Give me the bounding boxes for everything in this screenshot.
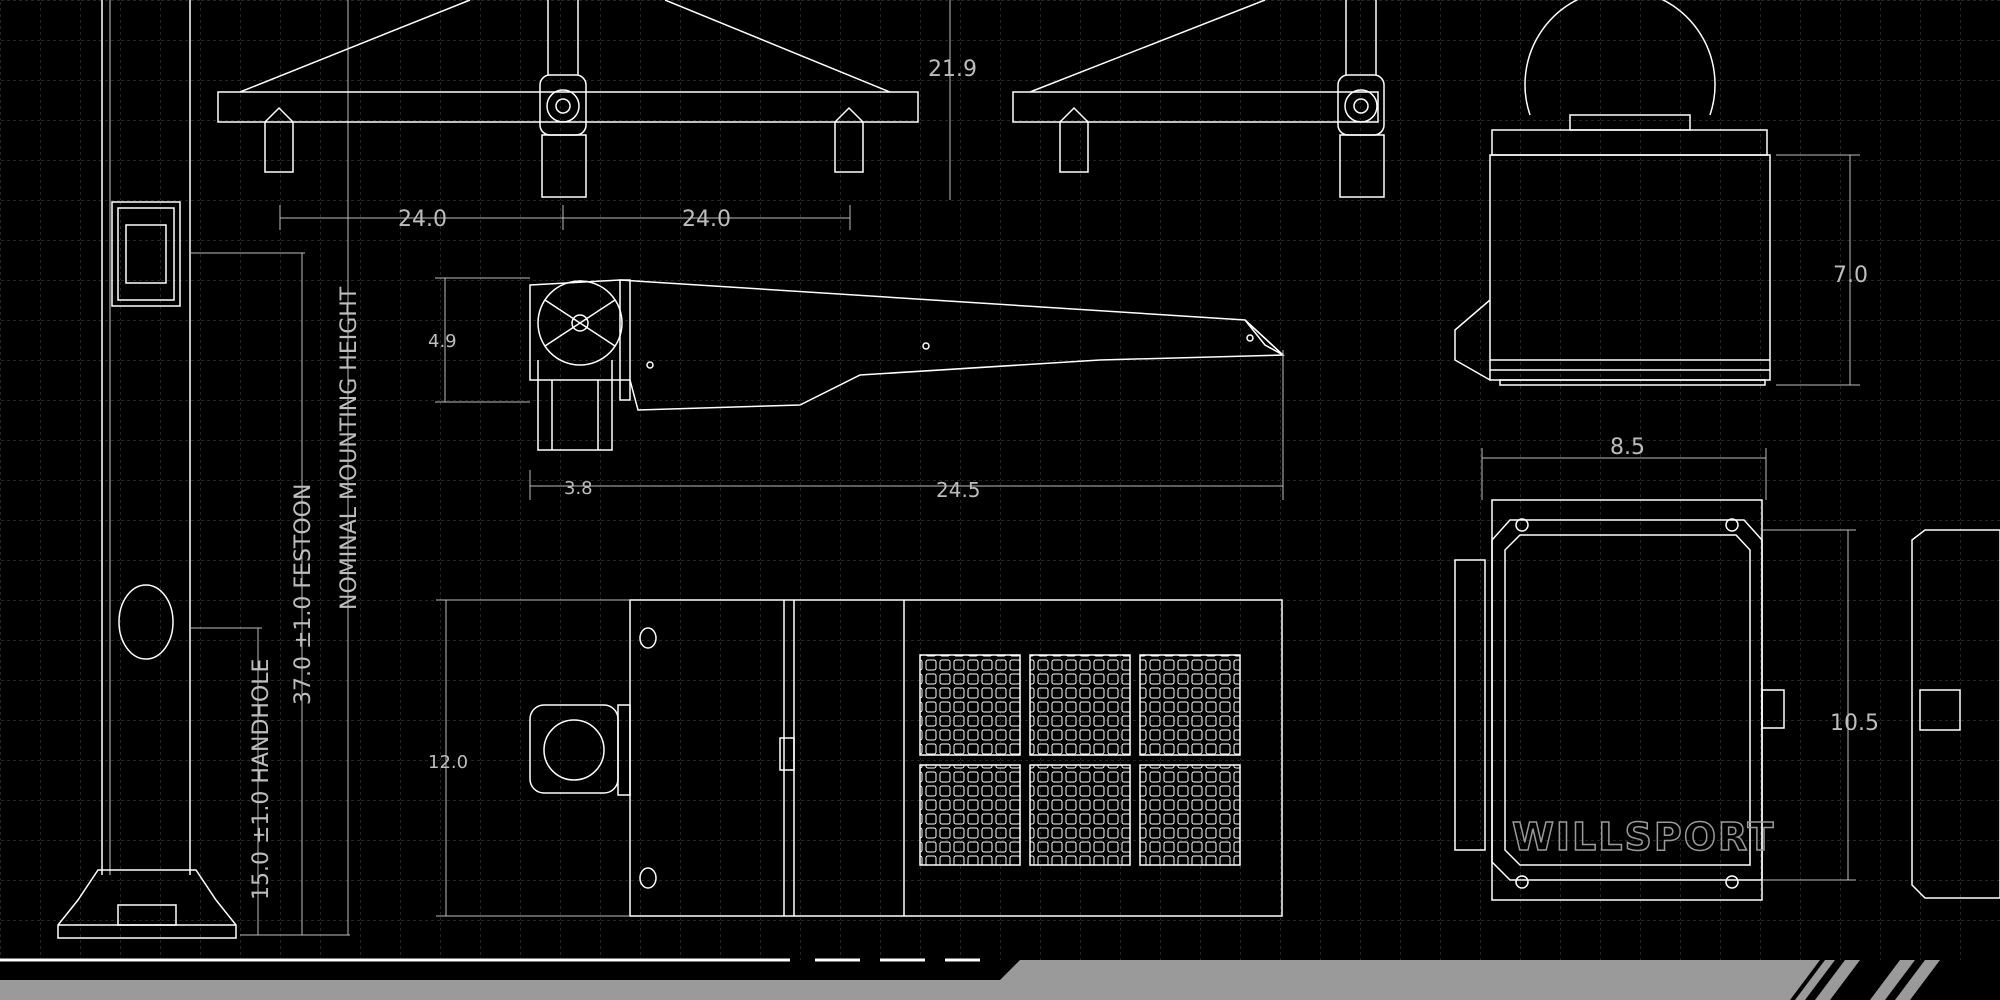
twin-arm-assembly xyxy=(217,0,919,198)
brand-logo: WILLSPORT xyxy=(1512,815,1775,859)
arm-left-label: 24.0 xyxy=(398,207,447,232)
mounting-height-label: NOMINAL MOUNTING HEIGHT xyxy=(337,286,362,610)
fixture-width-label: 12.0 xyxy=(428,752,468,773)
fixture-mount-label: 3.8 xyxy=(564,478,593,499)
enclosure-partial-view xyxy=(1911,529,2000,899)
enclosure-height-label: 10.5 xyxy=(1830,711,1879,736)
handhole-label: 15.0 ±1.0 HANDHOLE xyxy=(249,659,274,900)
enclosure-width-label: 8.5 xyxy=(1610,435,1645,460)
pole-dimension-lines xyxy=(190,0,350,936)
fixture-side-dimension-lines xyxy=(435,277,1284,500)
arm-right-label: 24.0 xyxy=(682,207,731,232)
pole-elevation xyxy=(57,0,237,939)
enclosure-side-view xyxy=(1454,0,1771,386)
led-array xyxy=(919,654,1241,866)
enclosure-front-dimension xyxy=(1481,448,1856,881)
fixture-bottom-view xyxy=(529,599,1283,917)
fixture-bottom-dimension-lines xyxy=(436,599,630,917)
enclosure-depth-label: 7.0 xyxy=(1833,263,1868,288)
festoon-label: 37.0 ±1.0 FESTOON xyxy=(291,484,316,705)
fixture-height-label: 4.9 xyxy=(428,331,457,352)
footer-band xyxy=(0,958,1940,1000)
enclosure-front-view xyxy=(1454,499,1785,901)
fixture-length-label: 24.5 xyxy=(936,478,981,502)
arm-dimension-lines xyxy=(279,0,951,230)
enclosure-side-dimension xyxy=(1776,154,1860,386)
single-arm-assembly xyxy=(1012,0,1385,198)
fixture-side-view xyxy=(529,279,1285,451)
overall-width-label: 21.9 xyxy=(928,57,977,82)
